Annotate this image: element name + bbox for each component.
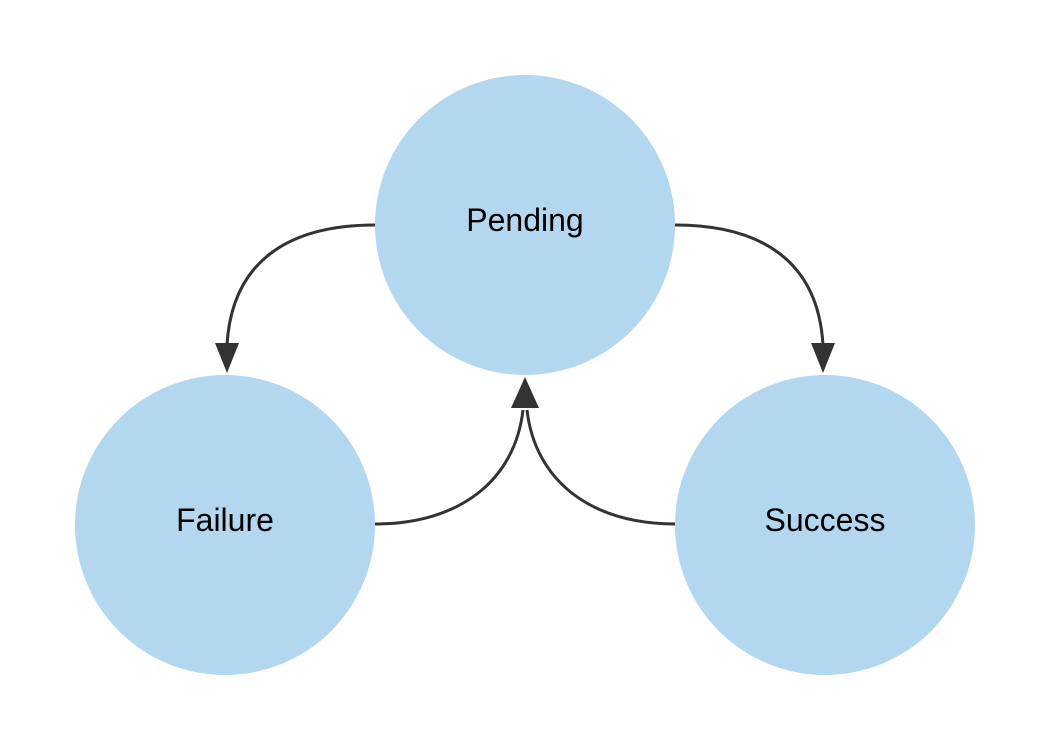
node-label-pending: Pending [466, 202, 583, 238]
edge-line [525, 409, 676, 526]
node-label-success: Success [765, 502, 886, 538]
node-circle [375, 75, 675, 375]
edge-pending-to-success [674, 223, 835, 373]
edge-line [225, 223, 376, 346]
arrowhead-icon [511, 377, 539, 408]
edge-failure-to-pending [374, 409, 525, 526]
edge-line [374, 409, 525, 526]
arrowhead-icon [215, 343, 239, 373]
edges [215, 223, 835, 526]
arrowhead-icon [811, 343, 835, 373]
edge-success-to-pending [525, 409, 676, 526]
edge-line [674, 223, 825, 346]
node-label-failure: Failure [176, 502, 274, 538]
node-pending: Pending [375, 75, 675, 375]
node-failure: Failure [75, 375, 375, 675]
edge-pending-to-failure [215, 223, 376, 373]
node-circle [75, 375, 375, 675]
node-success: Success [675, 375, 975, 675]
node-circle [675, 375, 975, 675]
